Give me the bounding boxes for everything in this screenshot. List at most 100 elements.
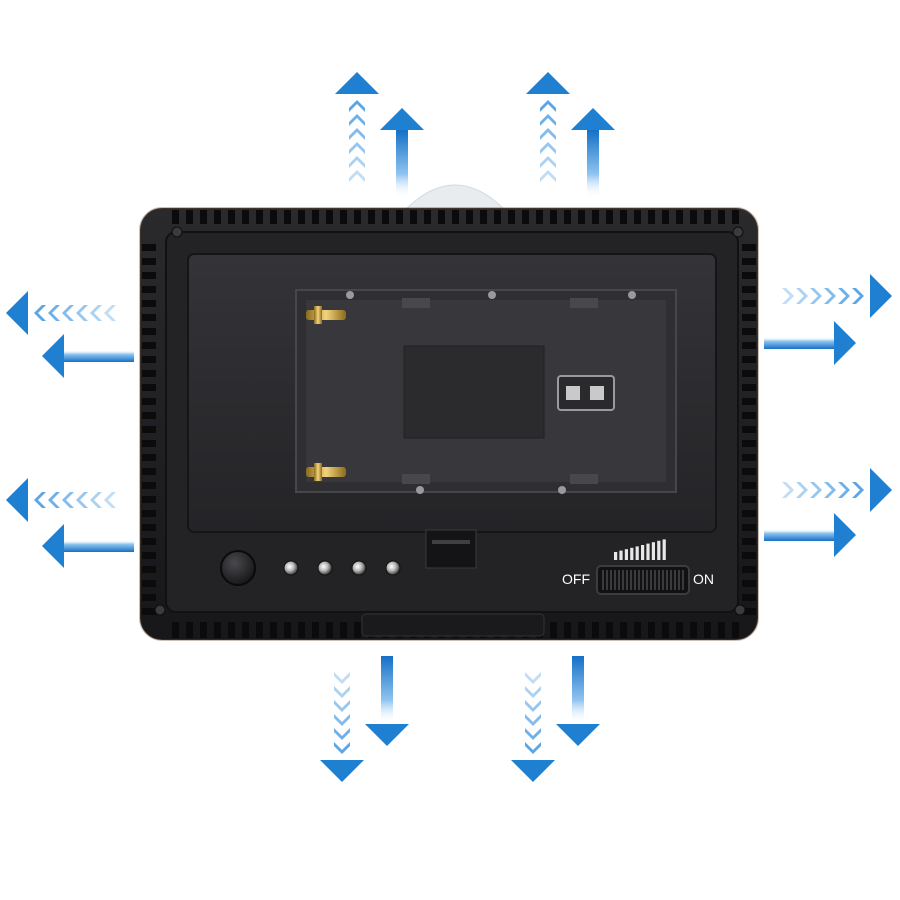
vent-slot — [742, 272, 756, 279]
vent-slot — [142, 328, 156, 335]
indicator-led — [317, 560, 333, 576]
vent-slot — [522, 210, 529, 224]
vent-slot — [620, 210, 627, 224]
vent-slot — [690, 210, 697, 224]
vent-slot — [142, 272, 156, 279]
scale-bar — [641, 545, 645, 560]
vent-slot — [200, 210, 207, 224]
vent-slot — [452, 210, 459, 224]
vent-slot — [606, 210, 613, 224]
vent-slot — [214, 210, 221, 224]
scale-bar — [635, 546, 639, 560]
vent-slot — [256, 210, 263, 224]
vent-slot — [142, 524, 156, 531]
vent-slot — [494, 210, 501, 224]
vent-slot — [354, 622, 361, 638]
vent-slot — [742, 342, 756, 349]
vent-slot — [592, 210, 599, 224]
vent-slot — [142, 286, 156, 293]
vent-slot — [284, 622, 291, 638]
power-button[interactable] — [220, 550, 256, 586]
vent-slot — [284, 210, 291, 224]
vent-slot — [742, 300, 756, 307]
vent-slot — [142, 384, 156, 391]
vent-slot — [508, 210, 515, 224]
vent-slot — [732, 622, 739, 638]
vent-slot — [298, 622, 305, 638]
vent-slot — [256, 622, 263, 638]
vent-slot — [620, 622, 627, 638]
vent-slot — [564, 210, 571, 224]
vent-slot — [648, 622, 655, 638]
vent-slot — [742, 412, 756, 419]
battery-latch — [557, 375, 615, 411]
vent-slot — [298, 210, 305, 224]
screw-icon — [154, 604, 166, 616]
indicator-leds — [283, 560, 401, 576]
vent-slot — [142, 440, 156, 447]
gold-terminal-icon — [306, 306, 346, 324]
vent-slot — [186, 210, 193, 224]
bottom-foot — [361, 613, 545, 637]
vent-slot — [742, 244, 756, 251]
airflow-arrow-icon — [6, 478, 116, 522]
vent-slot — [326, 210, 333, 224]
airflow-arrow-icon — [320, 672, 364, 782]
vent-slot — [536, 210, 543, 224]
scale-bar — [651, 542, 655, 560]
vent-slot — [742, 580, 756, 587]
vent-slot — [592, 622, 599, 638]
scale-bar — [624, 549, 628, 560]
vent-slot — [142, 356, 156, 363]
vent-slot — [742, 370, 756, 377]
vent-slot — [480, 210, 487, 224]
release-tab — [425, 529, 477, 569]
scale-bar — [614, 552, 618, 560]
vent-slot — [424, 210, 431, 224]
vent-slot — [142, 538, 156, 545]
vent-slot — [742, 258, 756, 265]
vent-slot — [742, 594, 756, 601]
gold-terminal-icon — [306, 463, 346, 481]
scale-bar — [657, 540, 661, 560]
vent-slot — [142, 468, 156, 475]
vent-slot — [396, 210, 403, 224]
vent-slot — [742, 538, 756, 545]
vent-slot — [142, 258, 156, 265]
vent-slot — [704, 622, 711, 638]
vent-slot — [742, 398, 756, 405]
vent-slot — [242, 210, 249, 224]
scale-bar — [662, 539, 666, 560]
vent-slot — [742, 440, 756, 447]
vent-slot — [466, 210, 473, 224]
switch-off-label: OFF — [562, 571, 590, 587]
vent-slot — [172, 622, 179, 638]
vent-slot — [606, 622, 613, 638]
vent-slot — [142, 300, 156, 307]
airflow-arrows — [6, 72, 892, 782]
scale-bar — [630, 547, 634, 560]
vent-slot — [662, 622, 669, 638]
airflow-arrow-icon — [380, 108, 424, 198]
vent-slot — [550, 622, 557, 638]
airflow-arrow-icon — [511, 672, 555, 782]
vent-slot — [142, 244, 156, 251]
vent-slot — [340, 210, 347, 224]
screw-icon — [171, 226, 183, 238]
vent-slot — [228, 622, 235, 638]
indicator-led — [283, 560, 299, 576]
vent-slot — [742, 524, 756, 531]
battery-contact-icon — [403, 345, 545, 439]
vent-slot — [270, 210, 277, 224]
vent-slot — [242, 622, 249, 638]
vent-slot — [742, 356, 756, 363]
airflow-arrow-icon — [526, 72, 570, 182]
airflow-arrow-icon — [764, 513, 856, 557]
vent-slot — [742, 314, 756, 321]
vent-slot — [142, 496, 156, 503]
vent-slot — [142, 314, 156, 321]
vent-slot — [718, 210, 725, 224]
vent-slot — [142, 552, 156, 559]
vent-slot — [648, 210, 655, 224]
vent-slot — [742, 566, 756, 573]
